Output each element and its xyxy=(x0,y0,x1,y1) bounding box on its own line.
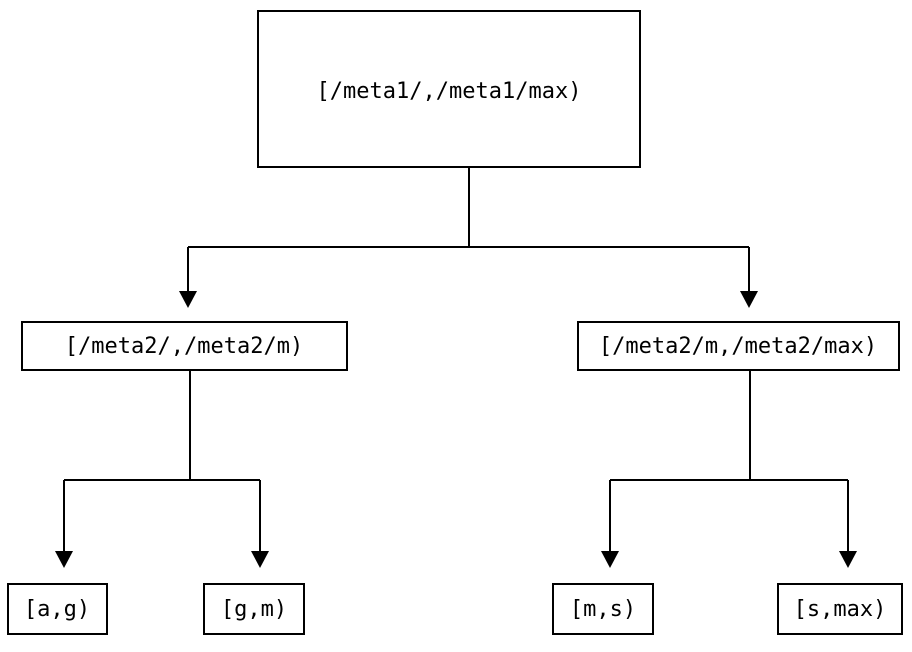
node-leaf-3[interactable]: [m,s) xyxy=(551,582,655,636)
arrowhead-midright-to-leaf4 xyxy=(839,551,857,568)
node-leaf-2[interactable]: [g,m) xyxy=(202,582,306,636)
arrowhead-root-to-mid-left xyxy=(179,291,197,308)
node-mid-left[interactable]: [/meta2/,/meta2/m) xyxy=(20,320,349,372)
node-mid-right[interactable]: [/meta2/m,/meta2/max) xyxy=(576,320,901,372)
node-mid-left-label: [/meta2/,/meta2/m) xyxy=(65,334,303,359)
node-leaf-2-box xyxy=(202,582,306,636)
edge-group-midleft-to-leaves xyxy=(55,370,269,568)
arrowhead-midleft-to-leaf1 xyxy=(55,551,73,568)
node-leaf-1-box xyxy=(6,582,109,636)
edge-group-midright-to-leaves xyxy=(601,370,857,568)
node-leaf-1[interactable]: [a,g) xyxy=(6,582,109,636)
edge-group-root-to-mid xyxy=(179,167,758,308)
node-root-box xyxy=(256,9,642,169)
node-leaf-4-box xyxy=(776,582,904,636)
node-leaf-1-label: [a,g) xyxy=(24,597,90,622)
arrowhead-midleft-to-leaf2 xyxy=(251,551,269,568)
node-root-label: [/meta1/,/meta1/max) xyxy=(317,79,582,104)
node-leaf-3-box xyxy=(551,582,655,636)
node-leaf-2-label: [g,m) xyxy=(221,597,287,622)
node-root[interactable]: [/meta1/,/meta1/max) xyxy=(256,9,642,169)
arrowhead-midright-to-leaf3 xyxy=(601,551,619,568)
node-leaf-4-label: [s,max) xyxy=(794,597,887,622)
node-mid-right-label: [/meta2/m,/meta2/max) xyxy=(599,334,877,359)
node-mid-right-box xyxy=(576,320,901,372)
node-mid-left-box xyxy=(20,320,349,372)
node-leaf-3-label: [m,s) xyxy=(570,597,636,622)
node-leaf-4[interactable]: [s,max) xyxy=(776,582,904,636)
arrowhead-root-to-mid-right xyxy=(740,291,758,308)
